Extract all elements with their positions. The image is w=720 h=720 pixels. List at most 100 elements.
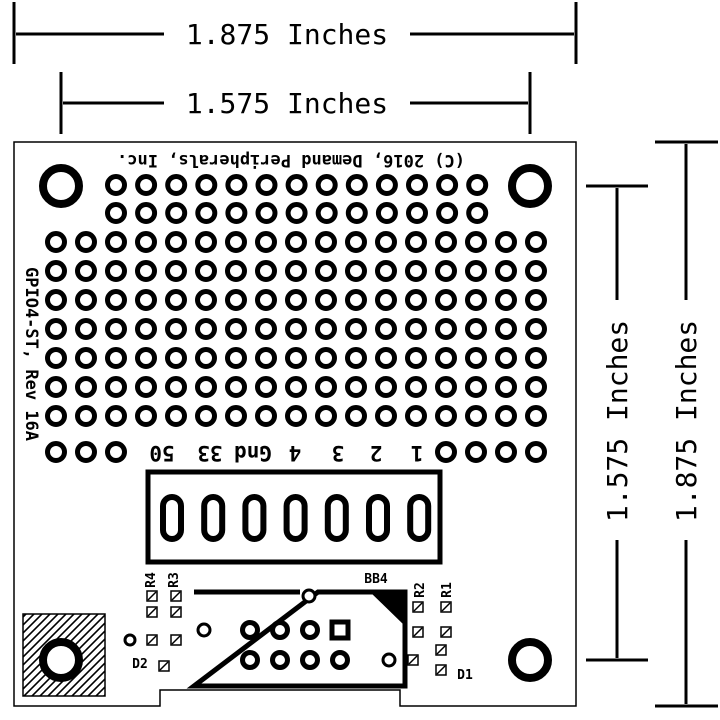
proto-pad — [105, 260, 127, 282]
proto-pad — [345, 405, 367, 427]
smd-pad — [158, 660, 170, 672]
proto-pad — [345, 260, 367, 282]
proto-pad — [375, 376, 397, 398]
proto-pad — [315, 405, 337, 427]
proto-pad — [45, 231, 67, 253]
proto-pad — [525, 405, 547, 427]
proto-pad — [345, 202, 368, 224]
proto-pad — [465, 289, 487, 311]
proto-pad — [45, 260, 67, 282]
proto-pad — [195, 289, 217, 311]
proto-pad — [225, 174, 248, 196]
mounting-hole-top-left — [39, 164, 83, 208]
proto-pad — [105, 202, 127, 224]
proto-pad — [435, 441, 457, 463]
proto-pad — [435, 405, 457, 427]
smd-pad — [146, 606, 158, 618]
proto-pad — [405, 231, 427, 253]
proto-pad — [406, 174, 428, 196]
proto-pad — [135, 318, 157, 340]
proto-pad — [345, 376, 367, 398]
proto-pad — [45, 376, 67, 398]
proto-pad — [105, 231, 127, 253]
proto-pad — [165, 260, 187, 282]
proto-pad — [75, 289, 97, 311]
proto-pad — [495, 405, 517, 427]
proto-pad — [375, 347, 397, 369]
proto-pad — [466, 174, 489, 196]
proto-pad — [285, 405, 307, 427]
smd-pad — [170, 606, 182, 618]
r3-label: R3 — [167, 572, 182, 588]
pin-label-33: 33 — [197, 441, 222, 465]
proto-pad — [315, 347, 337, 369]
proto-pad — [285, 318, 307, 340]
proto-pad — [75, 405, 97, 427]
proto-pad — [465, 231, 487, 253]
proto-pad — [225, 376, 247, 398]
proto-pad — [405, 347, 427, 369]
connector-pin — [240, 650, 260, 670]
smd-pad — [407, 654, 419, 666]
proto-pad — [135, 376, 157, 398]
terminal-block-outline — [145, 469, 443, 565]
proto-pad — [165, 318, 187, 340]
d2-label: D2 — [132, 657, 148, 672]
copyright-text: (C) 2016, Demand Peripherals, Inc. — [117, 150, 465, 170]
proto-pad — [345, 289, 367, 311]
proto-pad — [75, 318, 97, 340]
proto-pad — [45, 318, 67, 340]
bb4-label: BB4 — [364, 572, 388, 587]
connector-pin — [270, 650, 290, 670]
proto-pad — [195, 376, 217, 398]
proto-pad — [466, 202, 489, 224]
proto-pad — [165, 289, 187, 311]
proto-pad — [255, 405, 277, 427]
proto-pad — [105, 318, 127, 340]
mounting-holes — [39, 164, 552, 682]
proto-pad — [435, 231, 457, 253]
proto-pad — [225, 405, 247, 427]
proto-pad — [315, 289, 337, 311]
proto-pad — [375, 405, 397, 427]
proto-pad — [495, 441, 517, 463]
smd-pad — [412, 601, 424, 613]
pin-label-3: 3 — [332, 441, 345, 465]
terminal-slot — [324, 494, 349, 542]
connector-pin — [300, 620, 320, 640]
proto-pad — [255, 260, 277, 282]
outer-width-label: 1.875 Inches — [186, 18, 388, 51]
proto-pad — [45, 289, 67, 311]
proto-pad — [45, 347, 67, 369]
terminal-slot — [407, 494, 432, 542]
proto-pad — [165, 174, 188, 196]
terminal-slot — [283, 494, 308, 542]
proto-pad — [45, 441, 67, 463]
mounting-hole-bottom-right — [508, 638, 552, 682]
d1-label: D1 — [457, 668, 473, 683]
proto-pad — [105, 376, 127, 398]
proto-pad — [495, 318, 517, 340]
proto-pad — [495, 231, 517, 253]
terminal-slot — [242, 494, 267, 542]
proto-pad — [105, 347, 127, 369]
proto-pad — [435, 260, 457, 282]
proto-pad — [255, 289, 277, 311]
proto-pad — [525, 318, 547, 340]
proto-pad — [405, 260, 427, 282]
proto-pad — [45, 405, 67, 427]
proto-pad — [165, 202, 188, 224]
proto-pad — [195, 347, 217, 369]
proto-pad — [75, 376, 97, 398]
proto-pad — [285, 376, 307, 398]
proto-pad — [465, 318, 487, 340]
proto-pad — [255, 376, 277, 398]
proto-pad — [195, 318, 217, 340]
proto-pad — [436, 174, 459, 196]
proto-pad — [525, 441, 547, 463]
connector-pin — [240, 620, 260, 640]
proto-pad — [525, 347, 547, 369]
proto-pad — [345, 318, 367, 340]
proto-pad — [75, 231, 97, 253]
